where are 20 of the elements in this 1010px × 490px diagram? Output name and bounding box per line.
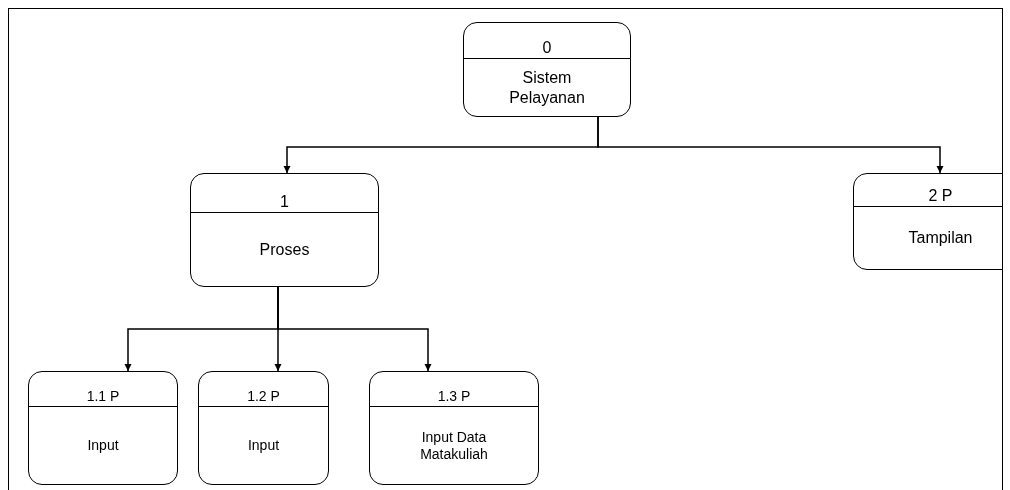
process-box bbox=[463, 22, 631, 117]
process-number: 1.2 P bbox=[247, 388, 280, 405]
process-name: Tampilan bbox=[908, 228, 973, 248]
process-name: Input Data Matakuliah bbox=[419, 428, 489, 463]
process-name: Sistem Pelayanan bbox=[508, 68, 586, 107]
process-number: 1.1 P bbox=[86, 388, 120, 405]
process-box bbox=[190, 173, 379, 287]
process-number: 1 bbox=[280, 191, 289, 211]
process-name: Input bbox=[87, 437, 119, 454]
process-box bbox=[853, 173, 1002, 270]
process-name: Input bbox=[247, 437, 280, 454]
process-box bbox=[369, 371, 539, 485]
connector-arrow bbox=[277, 286, 432, 372]
process-number: 0 bbox=[542, 37, 552, 57]
process-number: 1.3 P bbox=[437, 388, 471, 405]
process-box bbox=[28, 371, 178, 485]
process-name: Proses bbox=[259, 239, 310, 260]
process-box bbox=[198, 371, 329, 485]
connector-arrow bbox=[597, 116, 944, 174]
process-number: 2 P bbox=[928, 185, 953, 205]
